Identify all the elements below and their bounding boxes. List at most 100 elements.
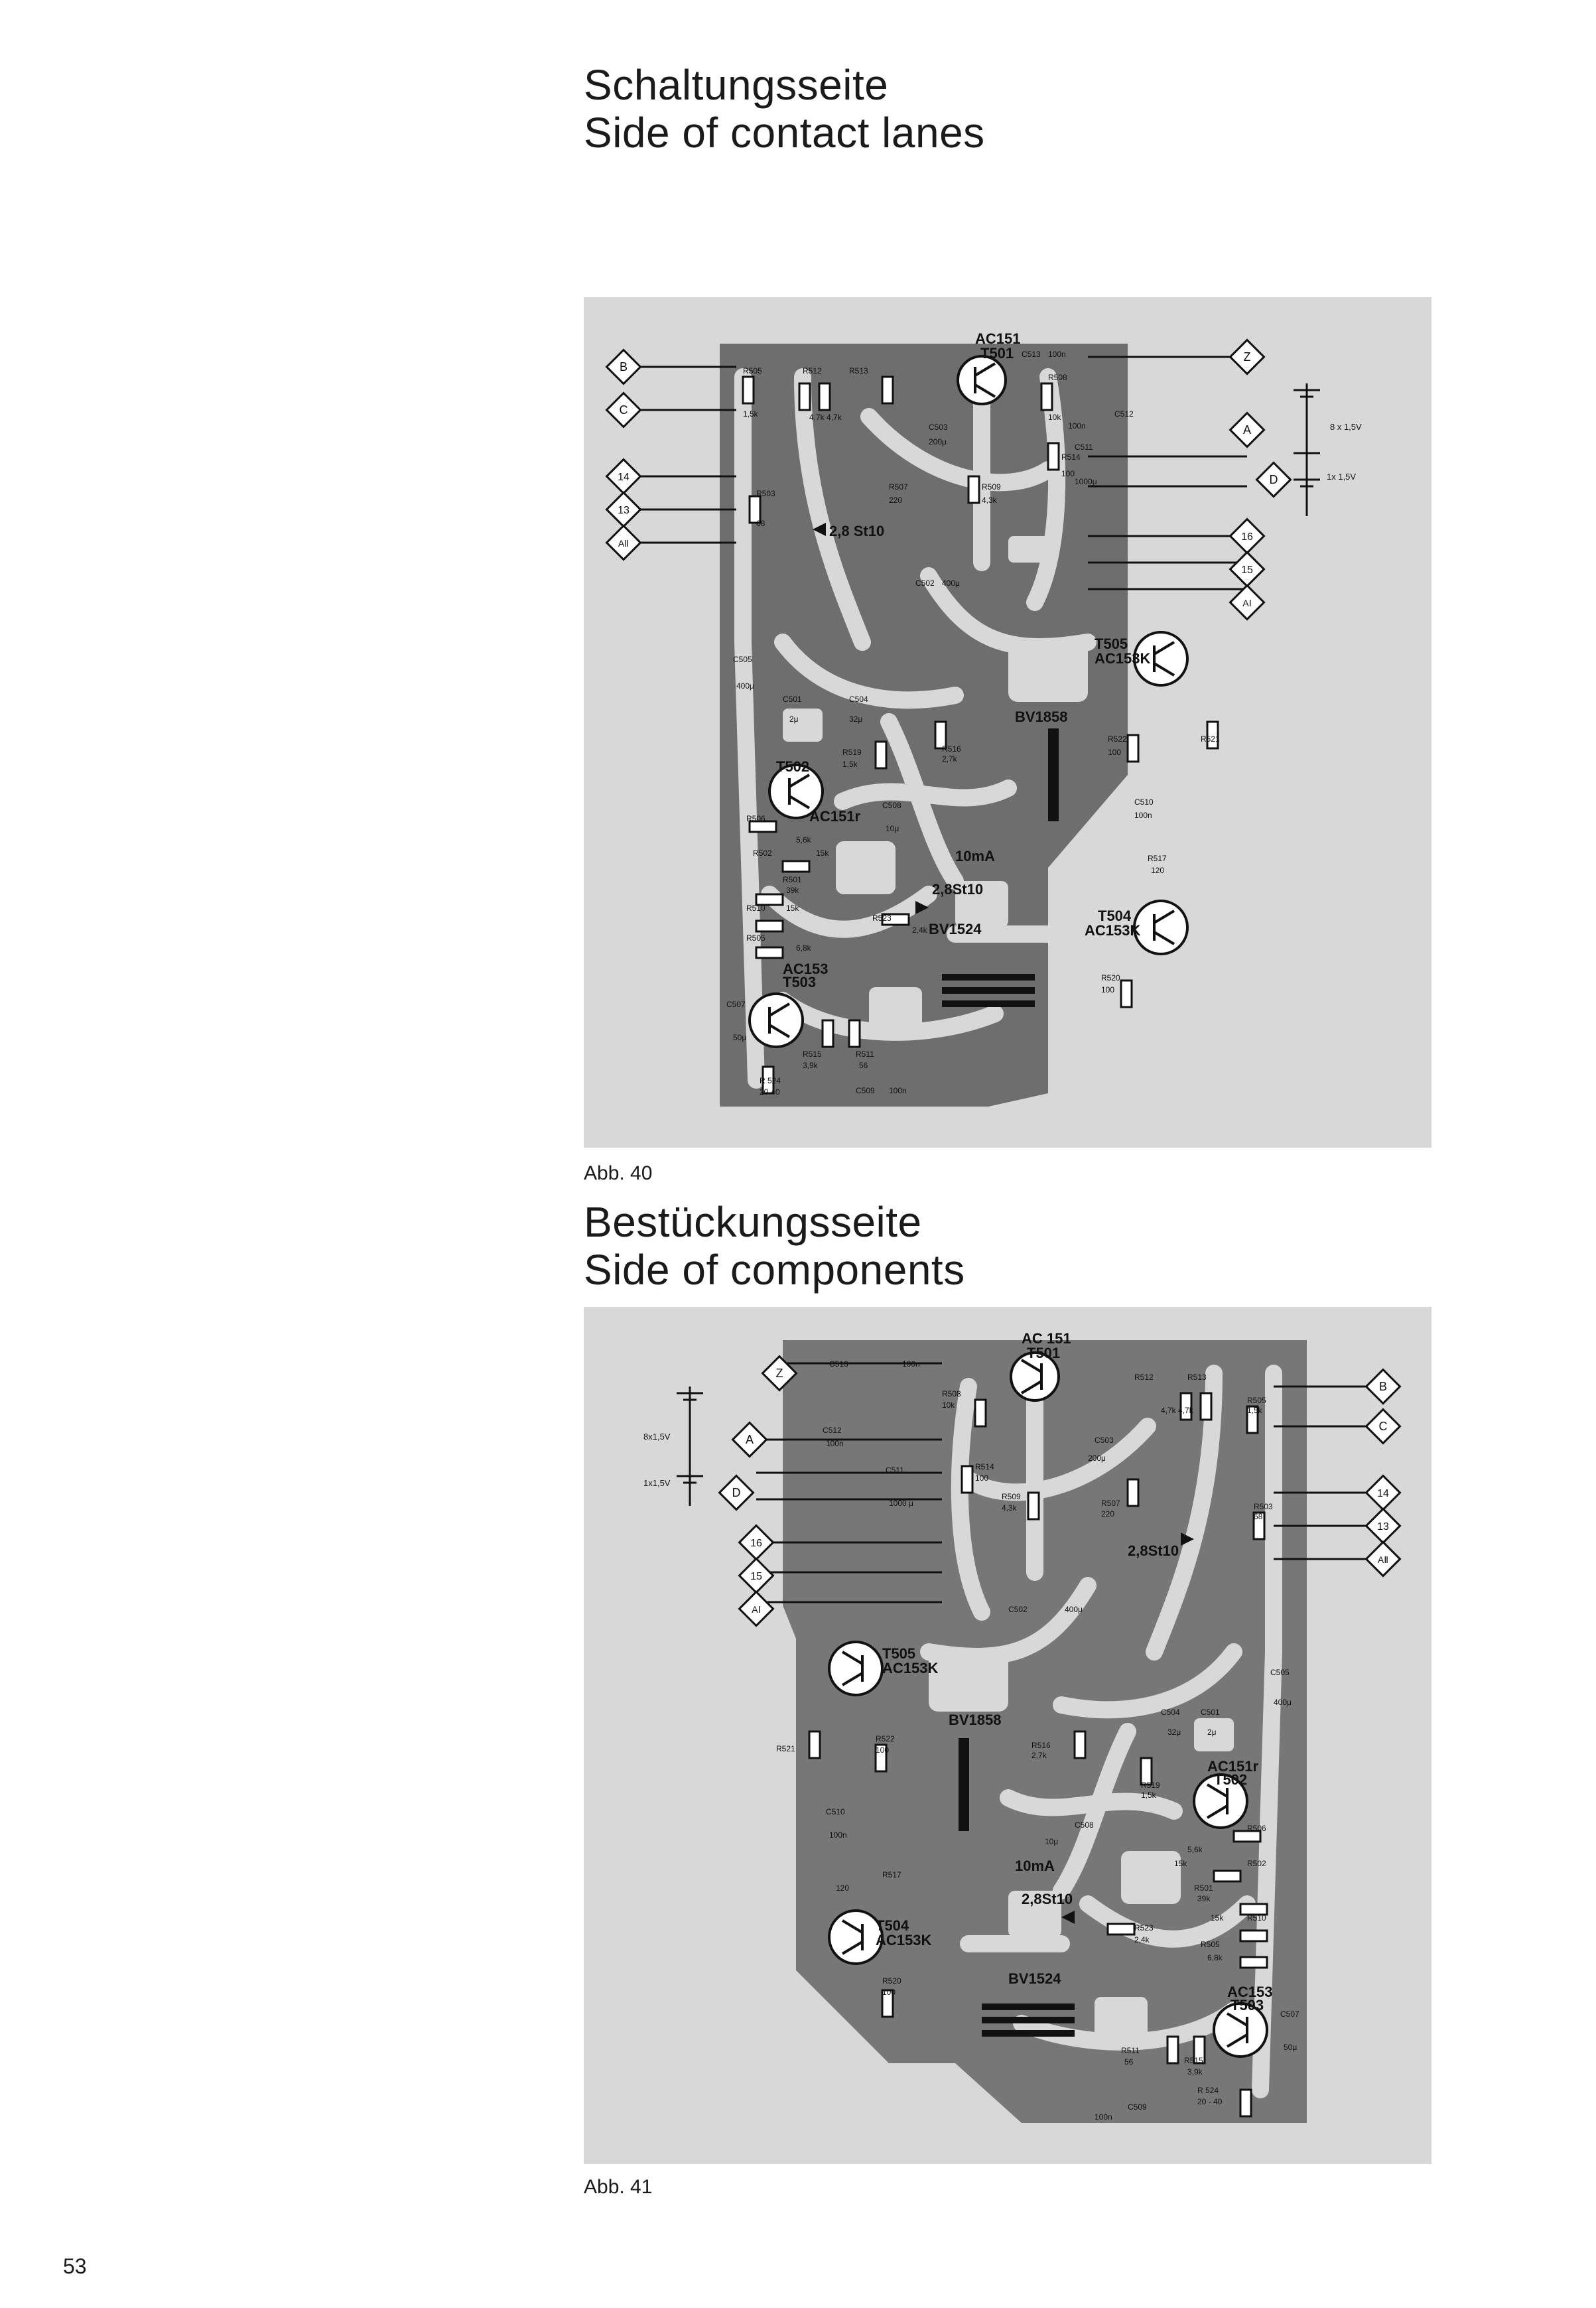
label-c513: C513 bbox=[829, 1359, 848, 1369]
connector-a1: AⅠ bbox=[1242, 598, 1251, 608]
label-r523: R523 bbox=[872, 914, 892, 923]
label-r510: R510 bbox=[746, 904, 765, 913]
label-t501-type: AC 151 bbox=[1022, 1330, 1071, 1347]
label-r514: R514 bbox=[1061, 452, 1081, 462]
label-r523-value: 2,4k bbox=[1134, 1935, 1150, 1944]
battery-symbol bbox=[677, 1387, 703, 1506]
label-r524: R 524 bbox=[760, 1076, 781, 1085]
label-c502-value: 400μ bbox=[1065, 1605, 1083, 1614]
transistor-t505 bbox=[828, 1641, 884, 1696]
battery-1x-label: 1x 1,5V bbox=[1327, 472, 1356, 482]
label-r507: R507 bbox=[1101, 1499, 1120, 1508]
label-c507: C507 bbox=[726, 1000, 746, 1009]
pcb-component-side-image: 8x1,5V 1x1,5V Z A D 16 15 AⅠ B C 14 13 A… bbox=[584, 1307, 1431, 2164]
label-r506: R506 bbox=[1247, 1824, 1266, 1833]
label-r506-value: 5,6k bbox=[796, 835, 812, 845]
transistor-t503 bbox=[1213, 2002, 1268, 2058]
label-c508: C508 bbox=[882, 801, 901, 810]
label-r505: R505 bbox=[743, 366, 762, 375]
label-c512: C512 bbox=[1114, 409, 1134, 419]
label-c507: C507 bbox=[1280, 2009, 1299, 2019]
label-meter: 10mA bbox=[1015, 1858, 1055, 1874]
connector-z: Z bbox=[1244, 350, 1251, 364]
figure40-caption: Abb. 40 bbox=[584, 1162, 653, 1184]
label-t502-type: AC151r bbox=[1207, 1758, 1258, 1775]
connector-16: 16 bbox=[750, 1538, 762, 1549]
label-r503-value: 68 bbox=[756, 519, 765, 528]
label-t504-type: AC153K bbox=[876, 1932, 931, 1948]
label-r512-value: 4,7k 4,7k bbox=[1161, 1406, 1194, 1415]
connector-14: 14 bbox=[618, 472, 630, 483]
label-c505: C505 bbox=[1270, 1668, 1290, 1677]
pcb-contact-side-drawing: 8 x 1,5V 1x 1,5V B C 14 13 AⅡ Z A D 16 1… bbox=[605, 330, 1362, 1107]
transistor-circles bbox=[748, 355, 1189, 1048]
transformer-bv1858-core bbox=[1048, 728, 1059, 821]
label-r520-value: 100 bbox=[882, 1988, 896, 1997]
transformer-bv1524-core-1 bbox=[942, 974, 1035, 981]
label-r516-value: 2,7k bbox=[1031, 1751, 1047, 1760]
label-r508-value: 10k bbox=[1048, 413, 1061, 422]
connector-a1: AⅠ bbox=[752, 1604, 760, 1615]
label-t502: T502 bbox=[1214, 1771, 1247, 1788]
label-c502: C502 bbox=[1008, 1605, 1028, 1614]
connector-b: B bbox=[1379, 1380, 1387, 1393]
label-r511-value: 56 bbox=[1124, 2057, 1134, 2067]
label-t505: T505 bbox=[882, 1645, 915, 1662]
connector-b: B bbox=[620, 360, 628, 373]
label-r501-value: 39k bbox=[786, 886, 799, 895]
label-zener-2: 2,8St10 bbox=[932, 881, 983, 898]
connector-a: A bbox=[746, 1433, 754, 1446]
label-t503-type: AC153 bbox=[1227, 1984, 1272, 2000]
label-c510-value: 100n bbox=[829, 1830, 847, 1840]
label-t505-type: AC153K bbox=[1095, 650, 1150, 667]
label-c513-value: 100n bbox=[902, 1359, 920, 1369]
label-r517: R517 bbox=[882, 1870, 901, 1879]
connector-diamonds-right: B C 14 13 AⅡ bbox=[1364, 1368, 1402, 1578]
label-r515: R515 bbox=[803, 1050, 822, 1059]
label-t501-type: AC151 bbox=[975, 330, 1020, 347]
label-r508-value: 10k bbox=[942, 1400, 955, 1410]
label-r521: R521 bbox=[776, 1744, 795, 1753]
transistor-symbols bbox=[841, 1359, 1248, 2048]
label-bv1858: BV1858 bbox=[1015, 709, 1068, 725]
transistor-t503 bbox=[748, 992, 804, 1048]
label-r515-value: 3,9k bbox=[1187, 2067, 1203, 2076]
zener-diodes bbox=[813, 523, 929, 914]
label-r505-value: 1,5k bbox=[1247, 1406, 1263, 1415]
label-bv1524: BV1524 bbox=[1008, 1970, 1061, 1987]
label-c508-value: 10μ bbox=[1045, 1837, 1058, 1846]
label-bv1858: BV1858 bbox=[949, 1712, 1002, 1728]
transformer-bv1524-core-1 bbox=[982, 2003, 1075, 2010]
label-c502-value: 400μ bbox=[942, 578, 960, 588]
label-r512: R512 bbox=[1134, 1373, 1154, 1382]
connector-15: 15 bbox=[750, 1571, 762, 1582]
label-c512-value: 100n bbox=[1068, 421, 1086, 431]
label-t503-type: AC153 bbox=[783, 961, 828, 977]
label-r511-value: 56 bbox=[859, 1061, 868, 1070]
external-leads bbox=[630, 356, 1247, 590]
connector-d: D bbox=[732, 1486, 741, 1499]
transformers bbox=[959, 1738, 1075, 2037]
label-c504-value: 32μ bbox=[1167, 1728, 1181, 1737]
label-c505: C505 bbox=[733, 655, 752, 664]
label-r505b-value: 6,8k bbox=[796, 943, 812, 953]
connector-diamonds-right: Z A D 16 15 AⅠ bbox=[1229, 338, 1292, 621]
figure40-title-en: Side of contact lanes bbox=[584, 109, 985, 157]
transistor-t502 bbox=[768, 764, 824, 819]
connector-c: C bbox=[620, 403, 628, 417]
figure41-title-en: Side of components bbox=[584, 1246, 965, 1294]
label-r503-value: 68 bbox=[1254, 1512, 1263, 1521]
transistor-t501 bbox=[1010, 1351, 1060, 1402]
figure40-title-de: Schaltungsseite bbox=[584, 61, 889, 109]
transformers bbox=[942, 728, 1059, 1007]
connector-15: 15 bbox=[1241, 565, 1253, 576]
label-c502: C502 bbox=[915, 578, 935, 588]
label-c513: C513 bbox=[1022, 350, 1041, 359]
connector-diamonds-left: Z A D 16 15 AⅠ bbox=[718, 1355, 798, 1627]
label-r506: R506 bbox=[746, 814, 765, 823]
label-r516-value: 2,7k bbox=[942, 754, 958, 764]
label-r523-value: 2,4k bbox=[912, 925, 928, 935]
transistor-t502 bbox=[1193, 1773, 1248, 1829]
label-r506-value: 5,6k bbox=[1187, 1845, 1203, 1854]
label-r514-value: 100 bbox=[1061, 469, 1075, 478]
